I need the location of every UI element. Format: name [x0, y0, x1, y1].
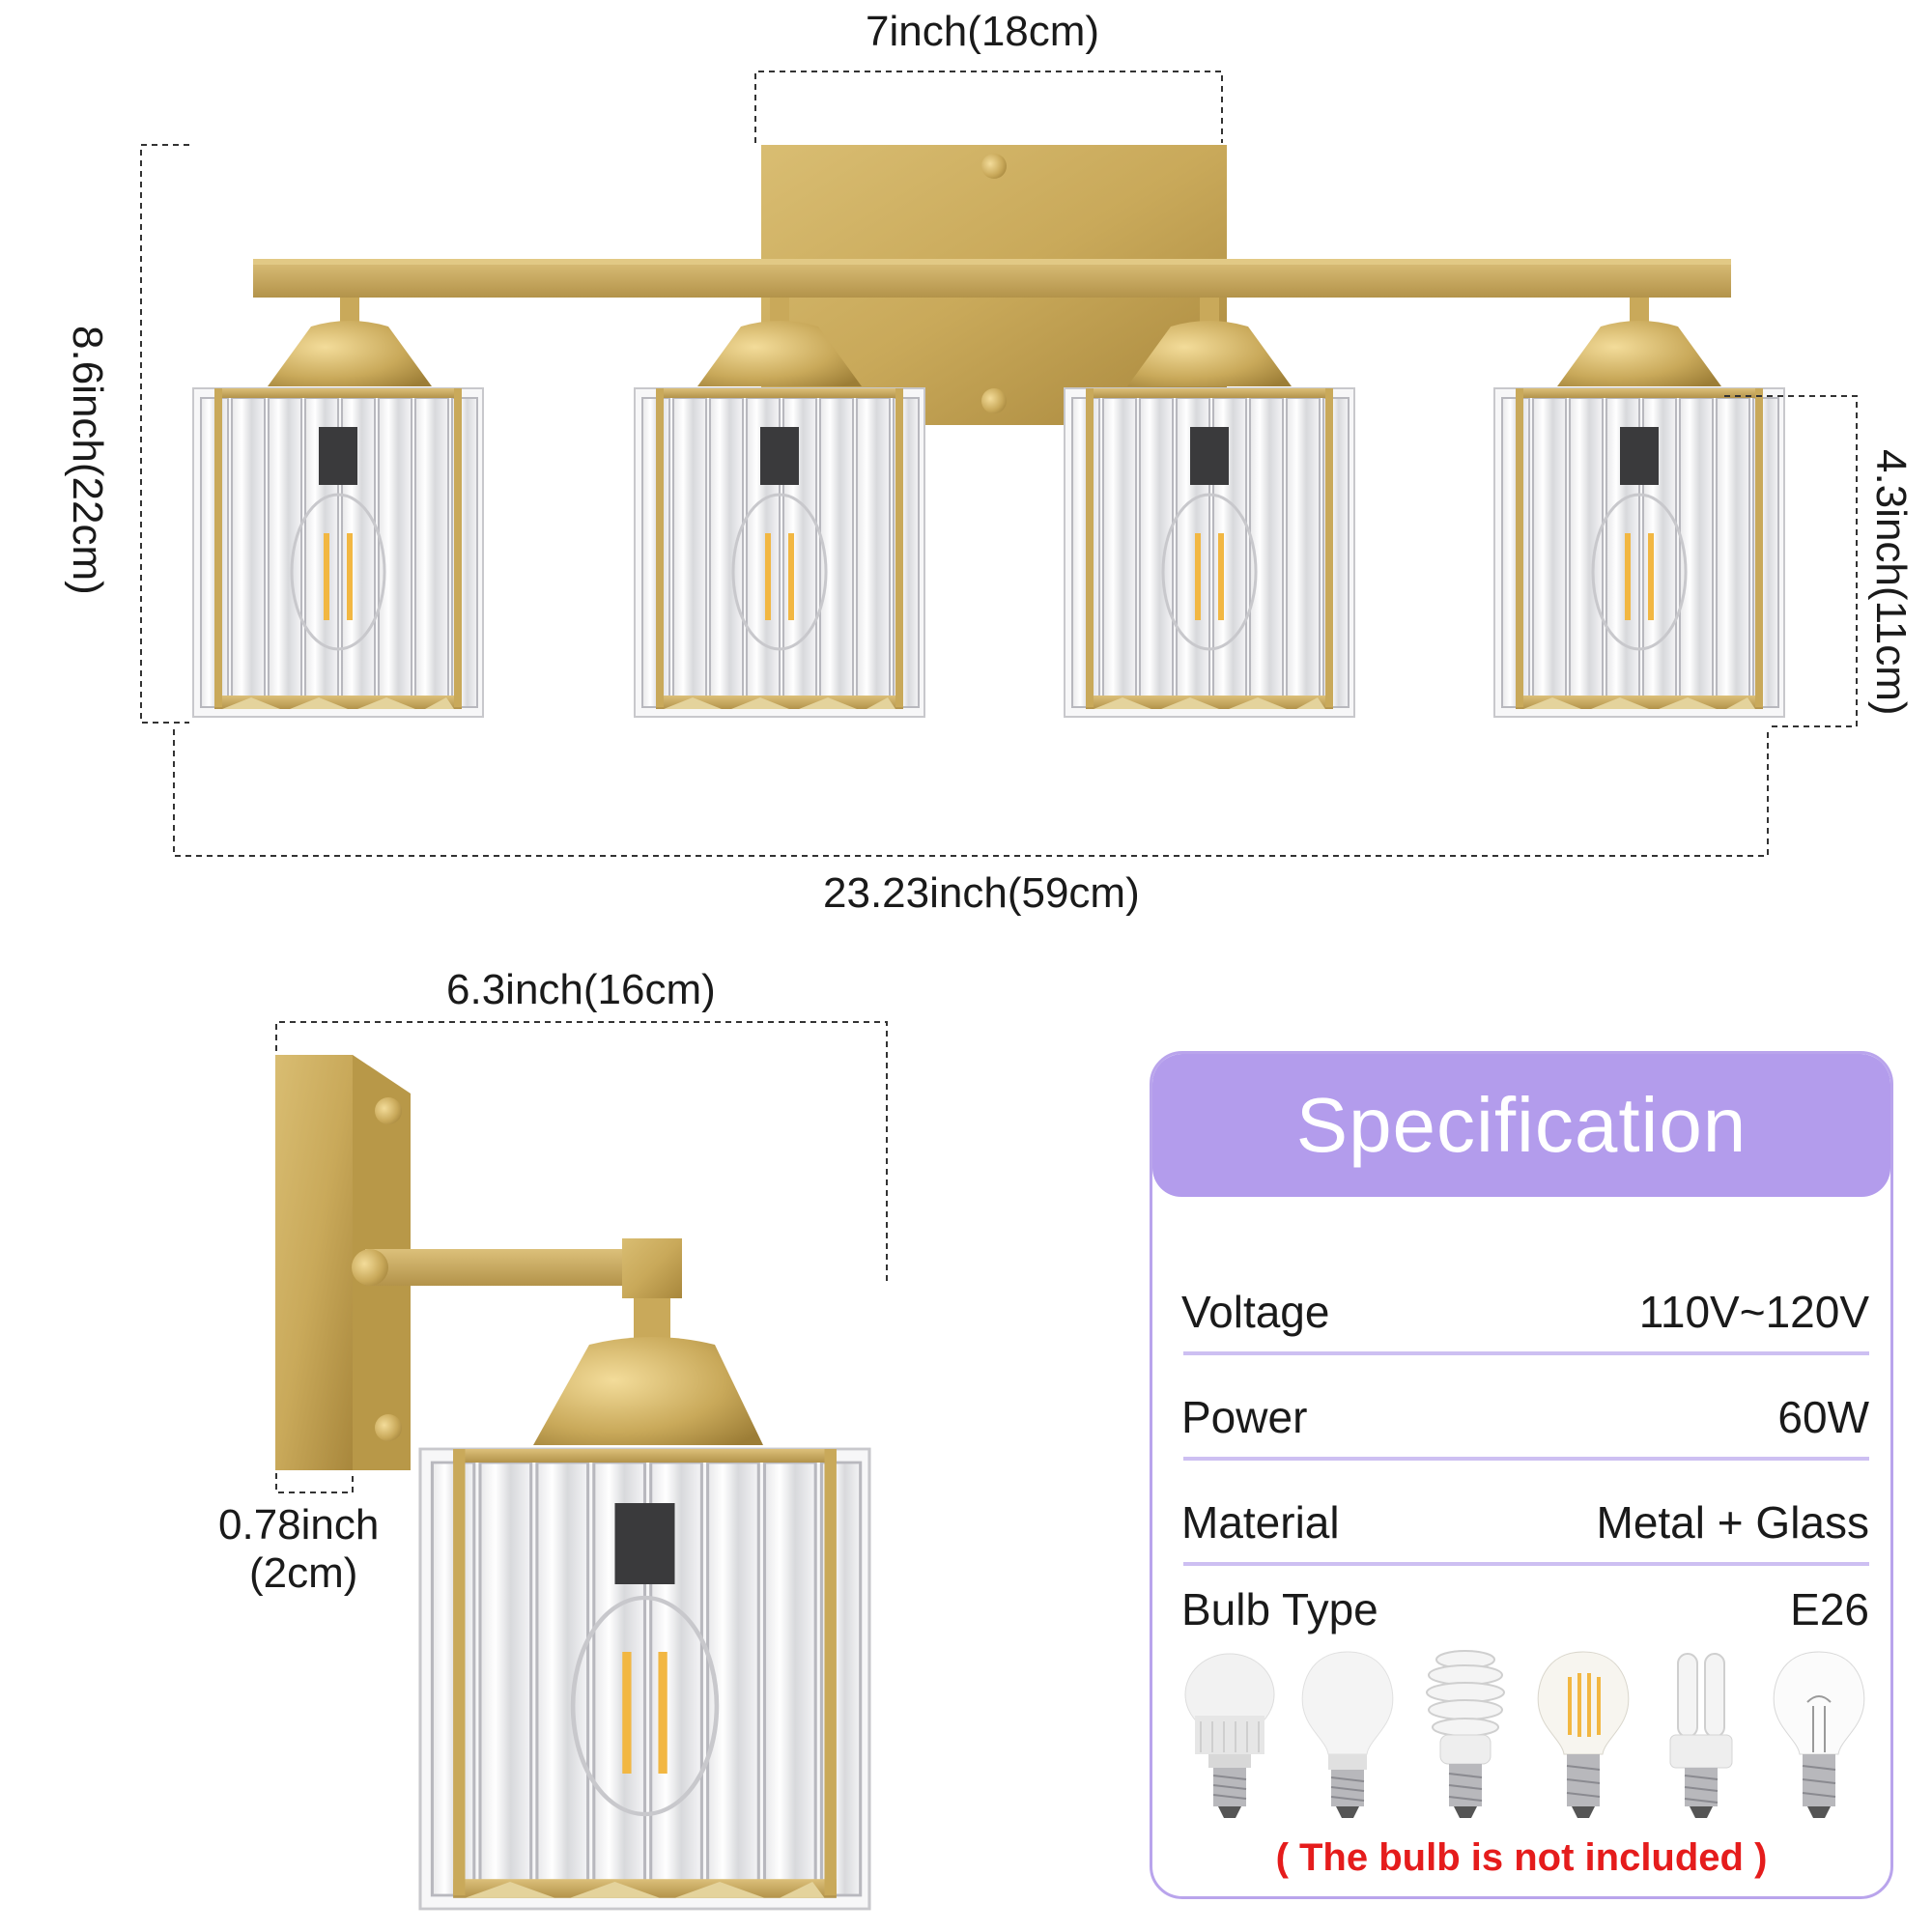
led-a19-bulb-icon	[1184, 1653, 1275, 1818]
spec-key: Bulb Type	[1181, 1584, 1378, 1634]
frosted-bulb-icon	[1301, 1651, 1394, 1818]
spec-value: Metal + Glass	[1596, 1497, 1870, 1548]
spec-divider	[1183, 1351, 1869, 1355]
plate-thickness-label-line2: (2cm)	[249, 1549, 358, 1597]
spec-key: Power	[1181, 1392, 1308, 1442]
spec-row-bulb-type: Bulb Type E26	[1181, 1556, 1869, 1653]
specification-header: Specification	[1152, 1054, 1890, 1197]
spec-key: Voltage	[1181, 1287, 1330, 1337]
filament-led-bulb-icon	[1537, 1651, 1630, 1818]
spec-divider	[1183, 1457, 1869, 1461]
incandescent-bulb-icon	[1773, 1651, 1865, 1818]
spec-row-voltage: Voltage 110V~120V	[1181, 1259, 1869, 1355]
side-depth-label: 6.3inch(16cm)	[446, 966, 716, 1013]
specification-card: Specification Voltage 110V~120V Power 60…	[1150, 1051, 1893, 1899]
spec-row-power: Power 60W	[1181, 1364, 1869, 1461]
plate-thickness-label-line1: 0.78inch	[218, 1501, 380, 1548]
spiral-cfl-bulb-icon	[1426, 1650, 1505, 1818]
overall-width-label: 23.23inch(59cm)	[823, 869, 1140, 917]
specification-title: Specification	[1295, 1082, 1747, 1168]
spec-divider	[1183, 1562, 1869, 1566]
spec-key: Material	[1181, 1497, 1340, 1548]
bulb-not-included-note: ( The bulb is not included )	[1275, 1836, 1768, 1879]
u-tube-cfl-bulb-icon	[1669, 1653, 1733, 1818]
spec-value: E26	[1790, 1584, 1869, 1634]
spec-value: 60W	[1777, 1392, 1869, 1442]
top-plate-width-label: 7inch(18cm)	[866, 8, 1100, 55]
bulb-icons-row	[1181, 1648, 1869, 1832]
overall-height-label: 8.6inch(22cm)	[64, 326, 111, 595]
spec-value: 110V~120V	[1638, 1287, 1869, 1337]
shade-height-label: 4.3inch(11cm)	[1867, 449, 1915, 716]
spec-row-material: Material Metal + Glass	[1181, 1469, 1869, 1566]
